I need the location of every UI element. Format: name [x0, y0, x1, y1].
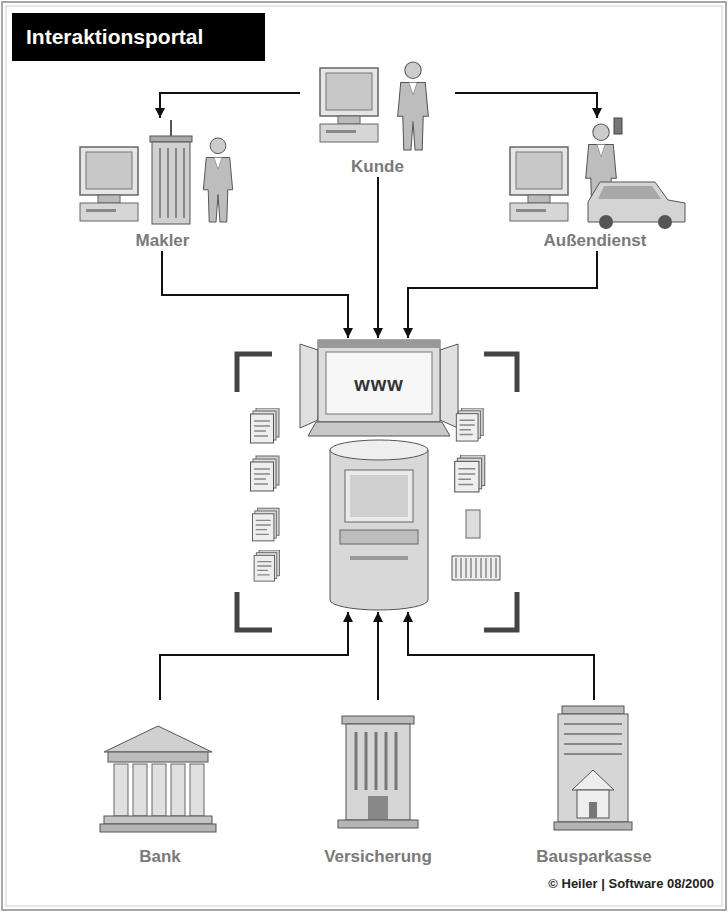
node-label: Versicherung [324, 846, 432, 867]
bracket-corners-part [484, 354, 517, 392]
insurance-icon-part [368, 796, 388, 820]
field-agent-icon-part [614, 118, 622, 134]
document-icons-part [466, 510, 480, 538]
node-label: Bank [139, 846, 181, 867]
portal-icon-part [350, 475, 408, 517]
flow-arrow [377, 177, 379, 338]
customer-node: Kunde [300, 62, 455, 177]
bracket-corners-part [237, 354, 272, 392]
field-agent-icon-part [598, 186, 661, 199]
bracket-corners-part [484, 592, 517, 630]
document-icons-part [452, 556, 500, 580]
portal-icon-part [330, 450, 428, 610]
portal-icon-part [318, 340, 440, 422]
document-icons-part [456, 558, 496, 578]
flow-arrow [408, 251, 597, 338]
flow-arrow [408, 612, 594, 700]
portal-node: www [315, 338, 443, 612]
document-icons-part [251, 408, 280, 443]
customer-icon [320, 62, 428, 150]
building-society-icon-part [577, 790, 609, 818]
node-label: Makler [136, 230, 190, 251]
bank-icon-part [190, 764, 204, 816]
broker-node: Makler [75, 118, 250, 251]
bank-icon-part [104, 726, 212, 752]
document-icons-part [456, 408, 483, 441]
node-label: www [354, 372, 404, 396]
bank-icon-part [104, 816, 212, 824]
node-label: Kunde [351, 156, 404, 177]
field-agent-icon-part [658, 215, 672, 229]
broker-icon-part [170, 120, 172, 136]
portal-icon-part [340, 530, 418, 544]
portal-icon-part [345, 470, 413, 522]
frame-part [6, 6, 722, 906]
bank-icon [100, 726, 216, 832]
portal-icon-part [318, 340, 440, 348]
portal-icon-part [326, 352, 432, 414]
bank-icon-part [108, 752, 208, 762]
bank-icon-part [100, 824, 216, 832]
broker-icon [80, 120, 233, 224]
portal-icon-part [330, 440, 428, 460]
portal-icon-part [440, 344, 458, 428]
bank-icon-part [152, 764, 166, 816]
insurance-node: Versicherung [308, 700, 448, 867]
flow-arrow [455, 93, 597, 118]
broker-icon-part [203, 138, 232, 222]
flow-arrow [160, 612, 348, 700]
bracket-corners-part [237, 592, 272, 630]
portal-icon-part [308, 422, 450, 436]
bank-icon-part [133, 764, 147, 816]
portal-icon-part [300, 344, 318, 428]
customer-icon-part [398, 62, 429, 150]
building-society-icon-part [572, 770, 614, 790]
building-society-node: Bausparkasse [524, 700, 664, 867]
node-label: Bausparkasse [536, 846, 651, 867]
node-label: Außendienst [544, 230, 647, 251]
portal-icon [300, 340, 458, 610]
customer-icon-part [320, 68, 378, 142]
insurance-icon [338, 716, 418, 828]
document-icons [251, 408, 501, 581]
flow-arrow [377, 612, 379, 700]
bank-node: Bank [95, 700, 225, 867]
flow-arrow [162, 251, 348, 338]
building-society-icon [554, 706, 632, 830]
broker-icon-part [160, 148, 184, 218]
insurance-icon-part [342, 716, 414, 724]
building-society-icon-part [562, 706, 624, 714]
building-society-icon-part [558, 714, 628, 822]
bracket-corners [237, 354, 517, 630]
field-agent-node: Außendienst [500, 118, 690, 251]
insurance-icon-part [338, 820, 418, 828]
broker-icon-part [152, 142, 190, 224]
bank-icon-part [171, 764, 185, 816]
field-agent-icon [510, 118, 685, 229]
field-agent-icon-part [599, 215, 613, 229]
document-icons-part [251, 456, 280, 491]
field-agent-icon-part [510, 147, 568, 221]
portal-icon-part [350, 556, 408, 560]
document-icons-part [254, 550, 279, 581]
building-society-icon-part [589, 802, 597, 818]
bank-icon-part [114, 764, 128, 816]
insurance-icon-part [346, 724, 410, 820]
insurance-icon-part [356, 732, 396, 790]
broker-icon-part [80, 147, 138, 221]
title-tab: Interaktionsportal [12, 13, 265, 61]
broker-icon-part [150, 136, 192, 142]
building-society-icon-part [554, 822, 632, 830]
building-society-icon-part [564, 724, 622, 754]
flow-arrow [160, 93, 300, 118]
document-icons-part [455, 455, 485, 492]
document-icons-part [252, 508, 279, 541]
copyright-note: © Heiler | Software 08/2000 [548, 876, 714, 892]
